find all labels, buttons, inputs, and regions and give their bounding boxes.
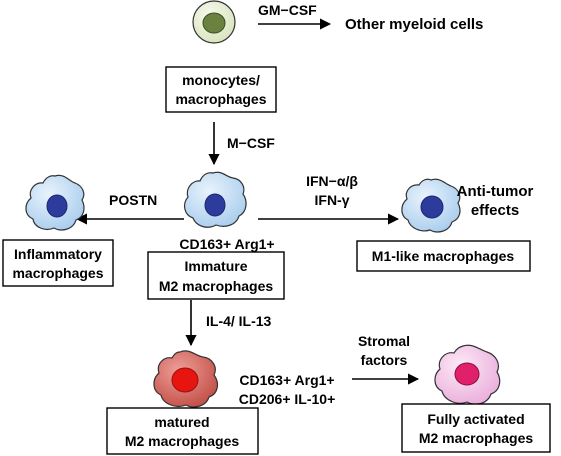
progenitor-box-line2: macrophages bbox=[175, 91, 266, 107]
matured-m2-macrophage-cell bbox=[153, 350, 219, 408]
il4-il13-label: IL-4/ IL-13 bbox=[206, 313, 272, 329]
other-myeloid-label: Other myeloid cells bbox=[345, 16, 483, 33]
m1-like-box-label: M1-like macrophages bbox=[372, 248, 515, 264]
stromal-label-line2: factors bbox=[361, 352, 408, 368]
m1-like-macrophage-cell bbox=[401, 178, 461, 233]
m1-like-box bbox=[356, 240, 531, 272]
progenitor-box bbox=[165, 66, 277, 113]
immature-box bbox=[147, 251, 285, 300]
matured-box-line1: matured bbox=[154, 414, 209, 430]
anti-tumor-label-line2: effects bbox=[471, 202, 519, 219]
fully-activated-m2-macrophage-cell bbox=[434, 344, 501, 405]
fully-activated-box-line1: Fully activated bbox=[427, 411, 524, 427]
immature-macrophage-cell bbox=[183, 171, 247, 228]
inflammatory-box bbox=[2, 239, 114, 287]
m-csf-label: M−CSF bbox=[227, 135, 275, 151]
ifn-gamma-label: IFN-γ bbox=[315, 192, 350, 208]
immature-box-line2: M2 macrophages bbox=[159, 278, 274, 294]
matured-box-line2: M2 macrophages bbox=[125, 433, 240, 449]
postn-label: POSTN bbox=[109, 192, 157, 208]
monocyte-cell bbox=[192, 0, 236, 44]
fully-activated-box-line2: M2 macrophages bbox=[419, 430, 534, 446]
anti-tumor-label-line1: Anti-tumor bbox=[457, 183, 534, 200]
gm-csf-label: GM−CSF bbox=[258, 2, 317, 18]
stromal-label-line1: Stromal bbox=[358, 333, 410, 349]
matured-box bbox=[106, 407, 259, 455]
inflammatory-box-line2: macrophages bbox=[12, 265, 103, 281]
ifn-alpha-beta-label: IFN−α/β bbox=[306, 173, 358, 189]
progenitor-box-line1: monocytes/ bbox=[182, 72, 260, 88]
inflammatory-macrophage-cell bbox=[25, 174, 85, 231]
immature-box-line1: Immature bbox=[184, 258, 247, 274]
immature-markers: CD163+ Arg1+ bbox=[179, 236, 274, 252]
fully-activated-box bbox=[401, 403, 551, 453]
matured-markers-line2: CD206+ IL-10+ bbox=[239, 391, 336, 407]
matured-markers-line1: CD163+ Arg1+ bbox=[239, 372, 334, 388]
inflammatory-box-line1: Inflammatory bbox=[14, 246, 102, 262]
